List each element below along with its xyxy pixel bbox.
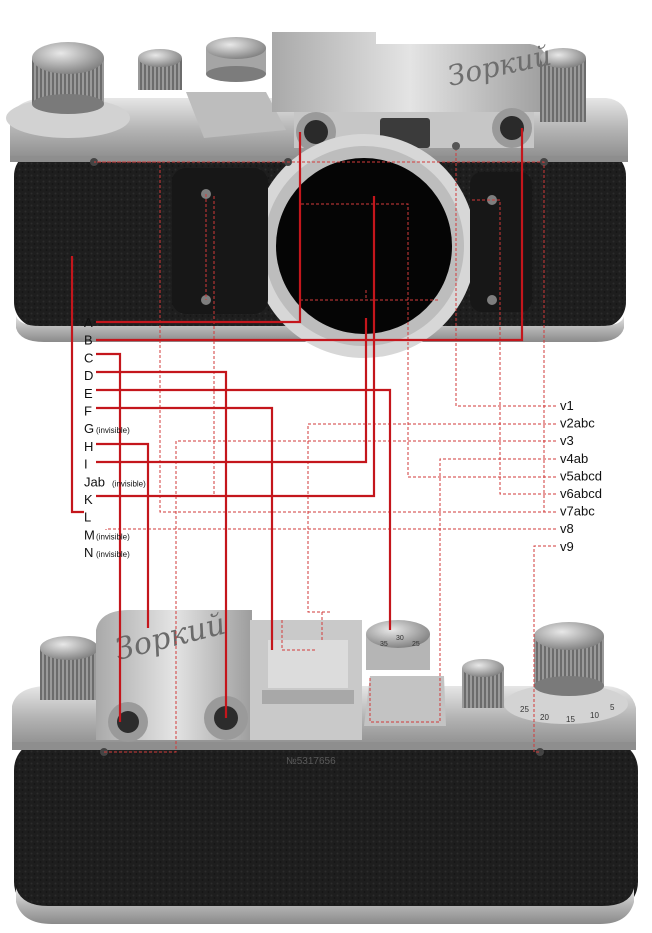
dashed-leader-6 <box>470 199 556 495</box>
back-dial-num-4: 10 <box>590 711 599 720</box>
left-label-m-note: (invisible) <box>96 532 130 541</box>
left-label-n-note: (invisible) <box>96 550 130 559</box>
solid-leader-6 <box>96 406 274 650</box>
front-camera-photo: Зоркий <box>6 32 628 358</box>
dashed-leader-8 <box>105 528 556 530</box>
left-label-b: B <box>84 333 93 348</box>
right-label-v8: v8 <box>560 521 574 536</box>
solid-leader-10 <box>70 256 84 514</box>
back-bottom-plate <box>16 888 634 924</box>
left-label-column: ABCDEFG(invisible)HIJab(invisible)KLM(in… <box>84 315 146 560</box>
front-rangefinder-housing <box>272 32 548 112</box>
front-advance-knob <box>540 58 586 122</box>
back-top-dial-num-2: 30 <box>396 635 404 642</box>
solid-leader-7 <box>96 442 150 628</box>
right-label-column: v1 v2abc v3 v4ab v5abcd v6abcd v7abc v8 v9 <box>560 398 602 554</box>
right-label-v4ab: v4ab <box>560 451 588 466</box>
left-label-g-note: (invisible) <box>96 426 130 435</box>
solid-leader-5 <box>96 388 392 630</box>
left-label-e: E <box>84 386 93 401</box>
dashed-leader-13 <box>281 620 316 651</box>
right-label-v2abc: v2abc <box>560 416 595 431</box>
back-camera-photo: Зоркий 35 30 25 25 20 15 10 5 №5317656 <box>12 607 638 924</box>
solid-leader-4 <box>96 370 228 718</box>
left-label-m: M <box>84 527 95 542</box>
back-leather <box>14 740 638 912</box>
left-label-d: D <box>84 368 93 383</box>
front-lens-mount-opening <box>276 158 452 334</box>
dashed-leader-4 <box>369 458 556 723</box>
front-left-panel <box>172 168 268 314</box>
left-label-jab: Jab <box>84 474 105 489</box>
back-serial-number: №5317656 <box>286 756 336 767</box>
solid-leader-2 <box>96 128 524 342</box>
left-label-i: I <box>84 457 88 472</box>
dashed-leader-2 <box>307 423 556 613</box>
dashed-leader-1 <box>455 150 556 407</box>
left-label-jab-note: (invisible) <box>112 479 146 488</box>
solid-leader-9 <box>96 196 376 498</box>
right-label-v9: v9 <box>560 539 574 554</box>
back-dial-num-1: 25 <box>520 705 529 714</box>
solid-leader-1 <box>96 132 302 324</box>
back-dial-num-3: 15 <box>566 715 575 724</box>
right-label-v3: v3 <box>560 433 574 448</box>
front-slow-speed-block <box>186 92 286 138</box>
left-label-h: H <box>84 439 93 454</box>
right-label-v7abc: v7abc <box>560 504 595 519</box>
front-right-panel <box>470 172 532 312</box>
solid-leader-lines <box>70 128 524 722</box>
right-label-v6abcd: v6abcd <box>560 486 602 501</box>
dashed-leader-9 <box>533 545 556 753</box>
right-label-v1: v1 <box>560 398 574 413</box>
left-label-l: L <box>84 510 91 525</box>
solid-leader-8 <box>96 318 368 464</box>
left-label-f: F <box>84 404 92 419</box>
back-top-dial-num-3: 25 <box>412 641 420 648</box>
back-top-dial-num-1: 35 <box>380 641 388 648</box>
left-label-c: C <box>84 350 93 365</box>
left-label-k: K <box>84 492 93 507</box>
back-dial-num-2: 20 <box>540 713 549 722</box>
back-speed-dial-base <box>504 684 628 724</box>
left-label-n: N <box>84 545 93 560</box>
right-label-v5abcd: v5abcd <box>560 468 602 483</box>
left-label-g: G <box>84 421 94 436</box>
solid-leader-3 <box>96 352 122 722</box>
back-dial-num-5: 5 <box>610 703 615 712</box>
dashed-leader-5 <box>299 203 556 478</box>
left-label-a: A <box>84 315 93 330</box>
